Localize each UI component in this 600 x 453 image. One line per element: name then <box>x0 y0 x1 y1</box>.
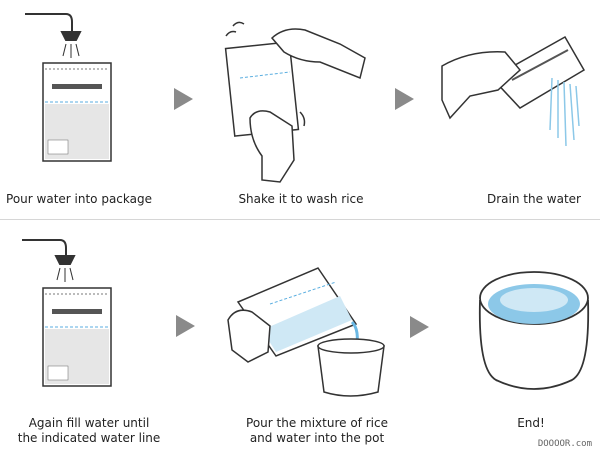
faucet-icon <box>25 13 82 41</box>
step-5-caption-line2: and water into the pot <box>249 431 385 445</box>
step-1-caption: Pour water into package <box>6 192 152 206</box>
watermark: DOOOOR.com <box>537 439 592 449</box>
faucet-icon-2 <box>22 239 76 265</box>
step-4-caption-line1: Again fill water until <box>28 416 150 430</box>
rice-package-2 <box>42 287 112 387</box>
pot-icon-small <box>317 338 385 397</box>
step-5-caption-line1: Pour the mixture of rice <box>246 416 388 430</box>
shaking-package <box>224 21 306 137</box>
hand-icon-drain <box>441 51 522 120</box>
step-2-caption: Shake it to wash rice <box>238 192 364 206</box>
drain-water-stream <box>549 77 580 147</box>
arrow-icon-3 <box>176 315 195 337</box>
water-drops-icon <box>62 43 80 58</box>
row-divider <box>0 219 600 220</box>
step-3-caption: Drain the water <box>487 192 581 206</box>
step-4-caption-line2: the indicated water line <box>17 431 161 445</box>
rice-cooker-bowl-icon <box>478 271 590 390</box>
arrow-icon-2 <box>395 88 414 110</box>
arrow-icon-1 <box>174 88 193 110</box>
water-drops-icon-2 <box>56 267 74 282</box>
arrow-icon-4 <box>410 316 429 338</box>
hand-icon-bottom <box>249 110 295 183</box>
step-6-caption: End! <box>517 416 545 430</box>
hand-icon-pour <box>227 309 271 363</box>
rice-package-1 <box>42 62 112 162</box>
hand-icon-top <box>270 28 366 80</box>
draining-package <box>490 35 586 109</box>
